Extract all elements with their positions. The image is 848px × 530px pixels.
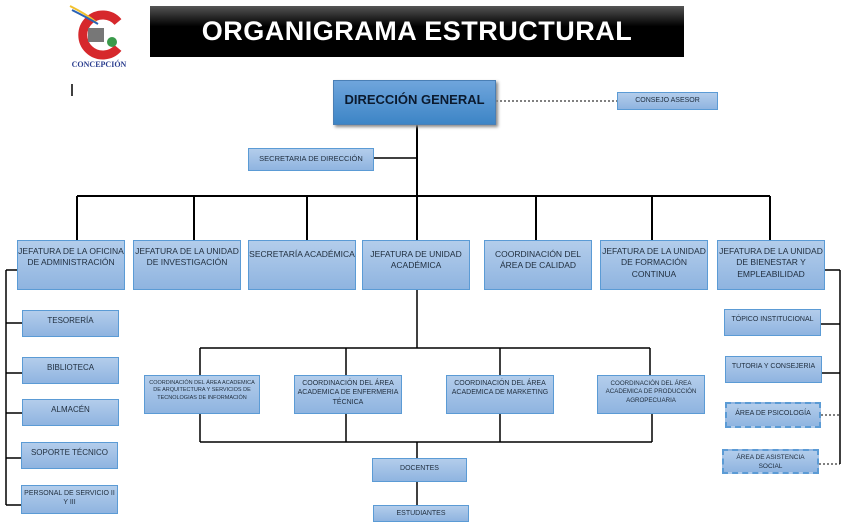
docentes-box: DOCENTES xyxy=(372,458,467,482)
jefatura-investigacion-box: JEFATURA DE LA UNIDAD DE INVESTIGACIÓN xyxy=(133,240,241,290)
jefatura-formacion-continua-box: JEFATURA DE LA UNIDAD DE FORMACIÓN CONTI… xyxy=(600,240,708,290)
direccion-general-box: DIRECCIÓN GENERAL xyxy=(333,80,496,125)
area-marketing-box: COORDINACIÓN DEL ÁREA ACADEMICA DE MARKE… xyxy=(446,375,554,414)
almacen-box: ALMACÉN xyxy=(22,399,119,426)
soporte-tecnico-box: SOPORTE TÉCNICO xyxy=(21,442,118,469)
institution-logo: CONCEPCIÓN xyxy=(66,2,132,70)
jefatura-administracion-box: JEFATURA DE LA OFICINA DE ADMINISTRACIÓN xyxy=(17,240,125,290)
coordinacion-calidad-box: COORDINACIÓN DEL ÁREA DE CALIDAD xyxy=(484,240,592,290)
consejo-asesor-box: CONSEJO ASESOR xyxy=(617,92,718,110)
area-arquitectura-ti-box: COORDINACIÓN DEL ÁREA ACADEMICA DE ARQUI… xyxy=(144,375,260,414)
svg-text:CONCEPCIÓN: CONCEPCIÓN xyxy=(72,59,127,69)
personal-servicio-box: PERSONAL DE SERVICIO II Y III xyxy=(21,485,118,514)
area-agropecuaria-box: COORDINACIÓN DEL ÁREA ACADEMICA DE PRODU… xyxy=(597,375,705,414)
page-title: ORGANIGRAMA ESTRUCTURAL xyxy=(150,6,684,57)
area-psicologia-box: ÁREA DE PSICOLOGÍA xyxy=(725,402,821,428)
area-asistencia-social-box: ÁREA DE ASISTENCIA SOCIAL xyxy=(722,449,819,474)
topico-institucional-box: TÓPICO INSTITUCIONAL xyxy=(724,309,821,336)
secretaria-academica-box: SECRETARÍA ACADÉMICA xyxy=(248,240,356,290)
tutoria-consejeria-box: TUTORIA Y CONSEJERIA xyxy=(725,356,822,383)
jefatura-academica-box: JEFATURA DE UNIDAD ACADÉMICA xyxy=(362,240,470,290)
jefatura-bienestar-box: JEFATURA DE LA UNIDAD DE BIENESTAR Y EMP… xyxy=(717,240,825,290)
estudiantes-box: ESTUDIANTES xyxy=(373,505,469,522)
tesoreria-box: TESORERÍA xyxy=(22,310,119,337)
secretaria-direccion-box: SECRETARIA DE DIRECCIÓN xyxy=(248,148,374,171)
biblioteca-box: BIBLIOTECA xyxy=(22,357,119,384)
area-enfermeria-box: COORDINACIÓN DEL ÁREA ACADEMICA DE ENFER… xyxy=(294,375,402,414)
